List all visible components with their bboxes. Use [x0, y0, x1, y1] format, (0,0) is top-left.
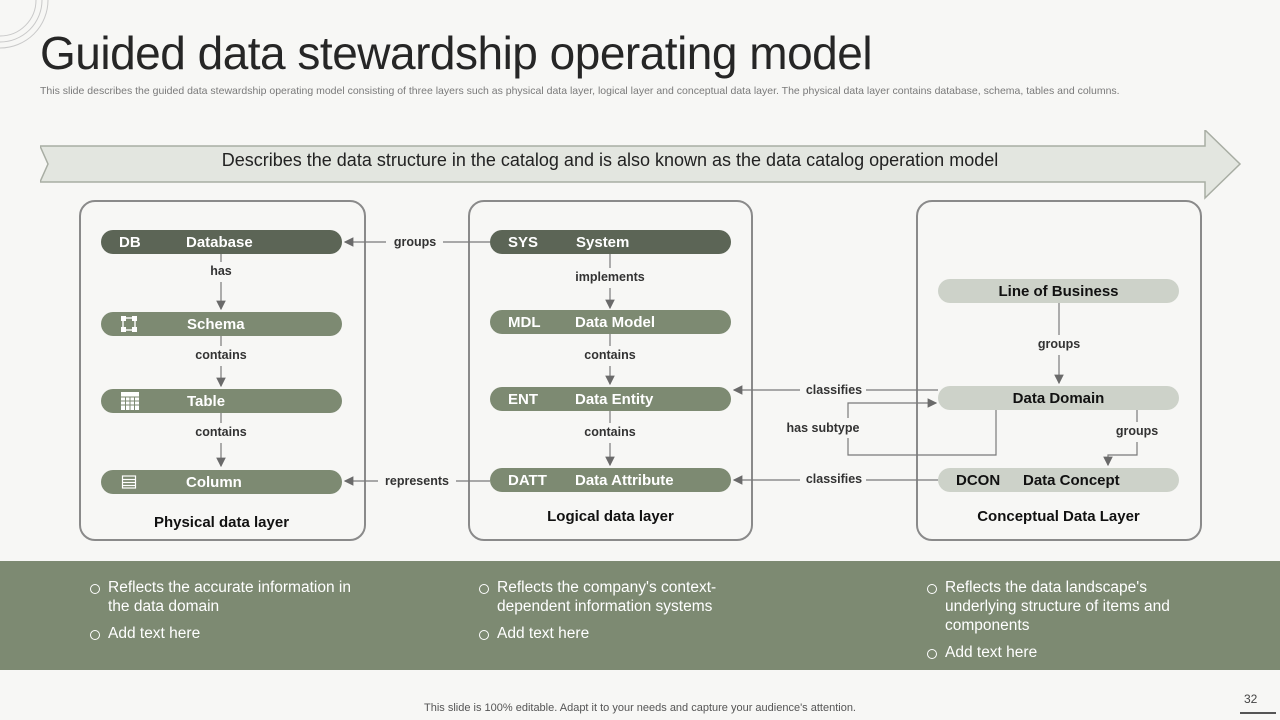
schema-label: Schema [187, 315, 245, 333]
bullet-item: Reflects the company's context-dependent… [479, 578, 749, 616]
data-attribute-node: DATT Data Attribute [490, 468, 731, 492]
description-band [0, 561, 1280, 670]
edge-contains-table-column: contains [195, 425, 247, 439]
bullet-item: Reflects the data landscape's underlying… [927, 578, 1197, 635]
data-entity-node: ENT Data Entity [490, 387, 731, 411]
data-model-abbr: MDL [508, 313, 541, 331]
line-of-business-label: Line of Business [998, 282, 1119, 300]
conceptual-layer-label: Conceptual Data Layer [977, 508, 1140, 525]
data-concept-node: DCON Data Concept [938, 468, 1179, 492]
schema-node: Schema [101, 312, 342, 336]
data-concept-abbr: DCON [956, 471, 1001, 489]
bullet-item: Add text here [90, 624, 360, 643]
data-entity-abbr: ENT [508, 390, 538, 408]
system-abbr: SYS [508, 233, 539, 251]
database-abbr: DB [119, 233, 141, 251]
edge-has-subtype: has subtype [786, 421, 860, 435]
edge-represents: represents [385, 474, 449, 488]
data-concept-label: Data Concept [1023, 471, 1120, 489]
edge-groups-lob-domain: groups [1037, 337, 1081, 351]
banner-text: Describes the data structure in the cata… [221, 150, 999, 170]
data-attribute-abbr: DATT [508, 471, 547, 489]
logical-layer-label: Logical data layer [547, 508, 674, 525]
physical-layer-label: Physical data layer [153, 514, 290, 531]
table-node: Table [101, 389, 342, 413]
data-domain-label: Data Domain [1012, 389, 1105, 407]
data-domain-node: Data Domain [938, 386, 1179, 410]
table-label: Table [187, 392, 226, 410]
bullet-item: Add text here [927, 643, 1197, 662]
page-subtitle: This slide describes the guided data ste… [40, 85, 1120, 97]
column-node: Column [101, 470, 342, 494]
data-attribute-label: Data Attribute [575, 471, 674, 489]
page-number-underline [1240, 712, 1276, 714]
data-model-label: Data Model [575, 313, 656, 331]
edge-has: has [210, 264, 232, 278]
data-model-node: MDL Data Model [490, 310, 731, 334]
physical-bullets: Reflects the accurate information in the… [90, 578, 360, 651]
edge-contains-model-entity: contains [584, 348, 636, 362]
edge-implements: implements [575, 270, 645, 284]
system-node: SYS System [490, 230, 731, 254]
edge-classifies-attribute: classifies [805, 472, 863, 486]
page-number: 32 [1244, 692, 1258, 706]
conceptual-bullets: Reflects the data landscape's underlying… [927, 578, 1197, 670]
database-label: Database [186, 233, 253, 251]
edge-contains-schema-table: contains [195, 348, 247, 362]
data-entity-label: Data Entity [575, 390, 654, 408]
footnote: This slide is 100% editable. Adapt it to… [424, 702, 856, 714]
edge-classifies-entity: classifies [805, 383, 863, 397]
logical-bullets: Reflects the company's context-dependent… [479, 578, 749, 651]
bullet-item: Add text here [479, 624, 749, 643]
edge-groups-system-database: groups [393, 235, 437, 249]
column-icon [121, 475, 137, 489]
line-of-business-node: Line of Business [938, 279, 1179, 303]
edge-groups-domain-concept: groups [1115, 424, 1159, 438]
banner-arrow [40, 130, 1242, 200]
table-icon [121, 392, 139, 410]
bullet-item: Reflects the accurate information in the… [90, 578, 360, 616]
system-label: System [576, 233, 630, 251]
schema-icon [121, 316, 137, 332]
column-label: Column [186, 473, 242, 491]
edge-contains-entity-attribute: contains [584, 425, 636, 439]
page-title: Guided data stewardship operating model [40, 27, 873, 79]
database-node: DB Database [101, 230, 342, 254]
